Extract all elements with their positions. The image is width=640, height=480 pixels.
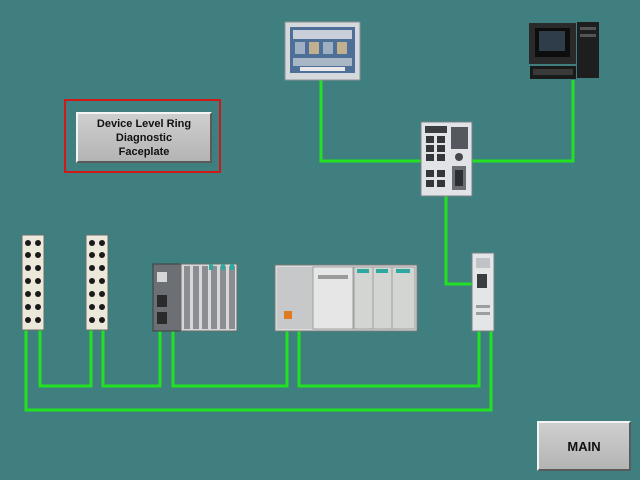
dlr-button-label-line3: Faceplate bbox=[118, 145, 170, 158]
main-button[interactable]: MAIN bbox=[537, 421, 631, 471]
dlr-diagnostic-faceplate-button[interactable]: Device Level Ring Diagnostic Faceplate bbox=[76, 112, 212, 163]
link-hmi-switch bbox=[319, 80, 425, 163]
network-links bbox=[24, 80, 575, 412]
dlr-button-label-line1: Device Level Ring bbox=[96, 117, 192, 130]
point-io-rack[interactable] bbox=[152, 263, 238, 332]
controllogix-chassis[interactable] bbox=[274, 264, 418, 332]
io-block-1[interactable] bbox=[21, 234, 45, 331]
link-io2-io3 bbox=[101, 330, 162, 388]
link-io3-controller bbox=[171, 330, 289, 388]
hmi-panel[interactable] bbox=[284, 21, 361, 81]
dlr-highlight-frame bbox=[64, 99, 221, 173]
dlr-button-label-line2: Diagnostic bbox=[115, 131, 173, 144]
link-controller-adapter bbox=[297, 330, 481, 388]
ethernet-adapter-module[interactable] bbox=[471, 252, 495, 332]
main-button-label: MAIN bbox=[567, 438, 601, 454]
io-block-2[interactable] bbox=[85, 234, 109, 331]
ethernet-switch[interactable] bbox=[420, 121, 473, 197]
link-ring-return bbox=[24, 330, 493, 412]
link-io1-io2 bbox=[38, 330, 93, 388]
link-switch-adapter bbox=[444, 196, 474, 286]
workstation-pc[interactable] bbox=[529, 22, 599, 79]
link-pc-switch bbox=[470, 80, 575, 163]
